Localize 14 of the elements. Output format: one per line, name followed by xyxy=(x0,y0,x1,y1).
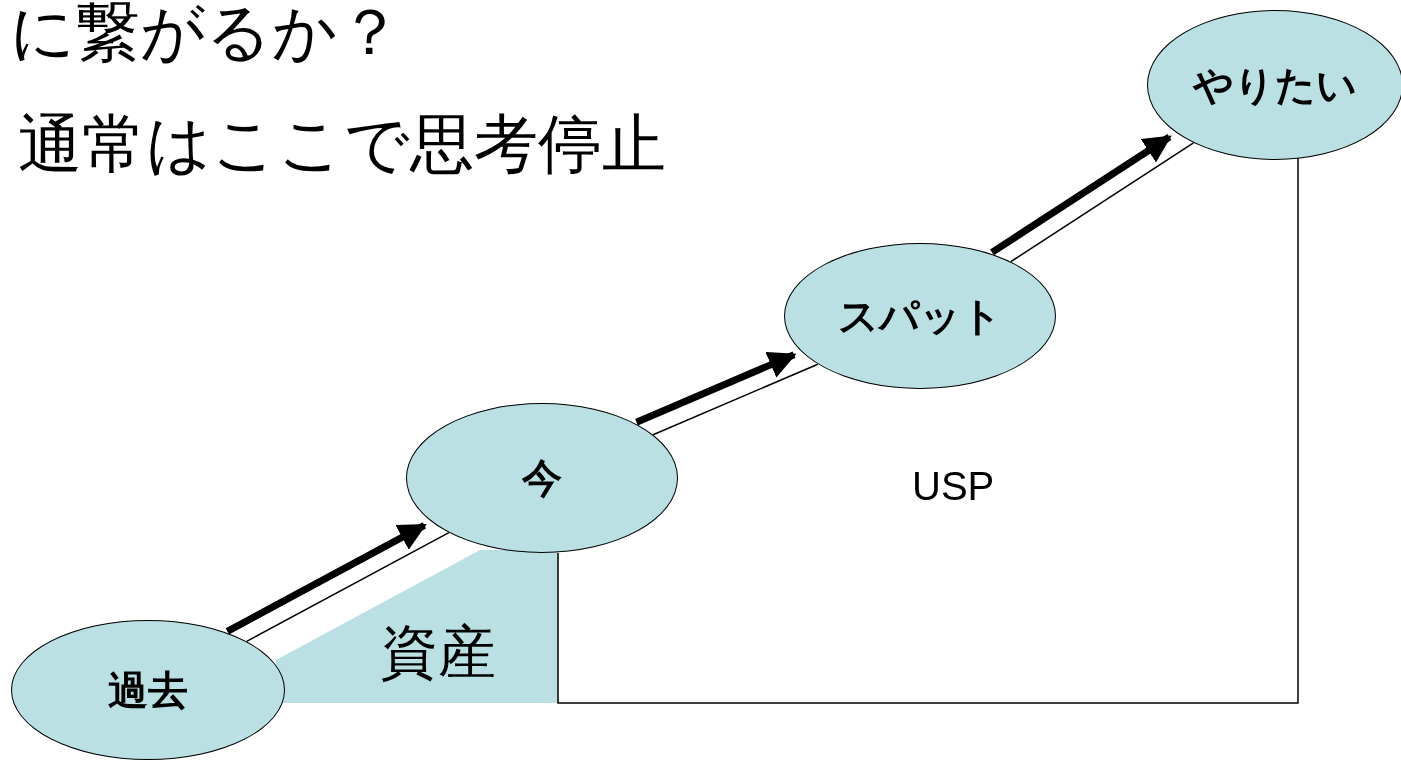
connector-line xyxy=(1010,142,1195,263)
ellipse-node: 今 xyxy=(406,403,678,553)
heading-text: 通常はここで思考停止 xyxy=(18,112,666,176)
ellipse-node: スパット xyxy=(784,243,1056,389)
area-label: 資産 xyxy=(362,612,514,692)
arrow xyxy=(225,522,427,635)
region-label: USP xyxy=(912,466,995,506)
ellipse-node: 過去 xyxy=(11,620,285,760)
connector-line xyxy=(652,363,819,436)
arrow xyxy=(635,351,797,426)
ellipse-node: やりたい xyxy=(1147,10,1401,160)
connector-line xyxy=(245,531,450,643)
arrow xyxy=(990,134,1172,256)
heading-text: に繋がるか？ xyxy=(10,0,402,64)
